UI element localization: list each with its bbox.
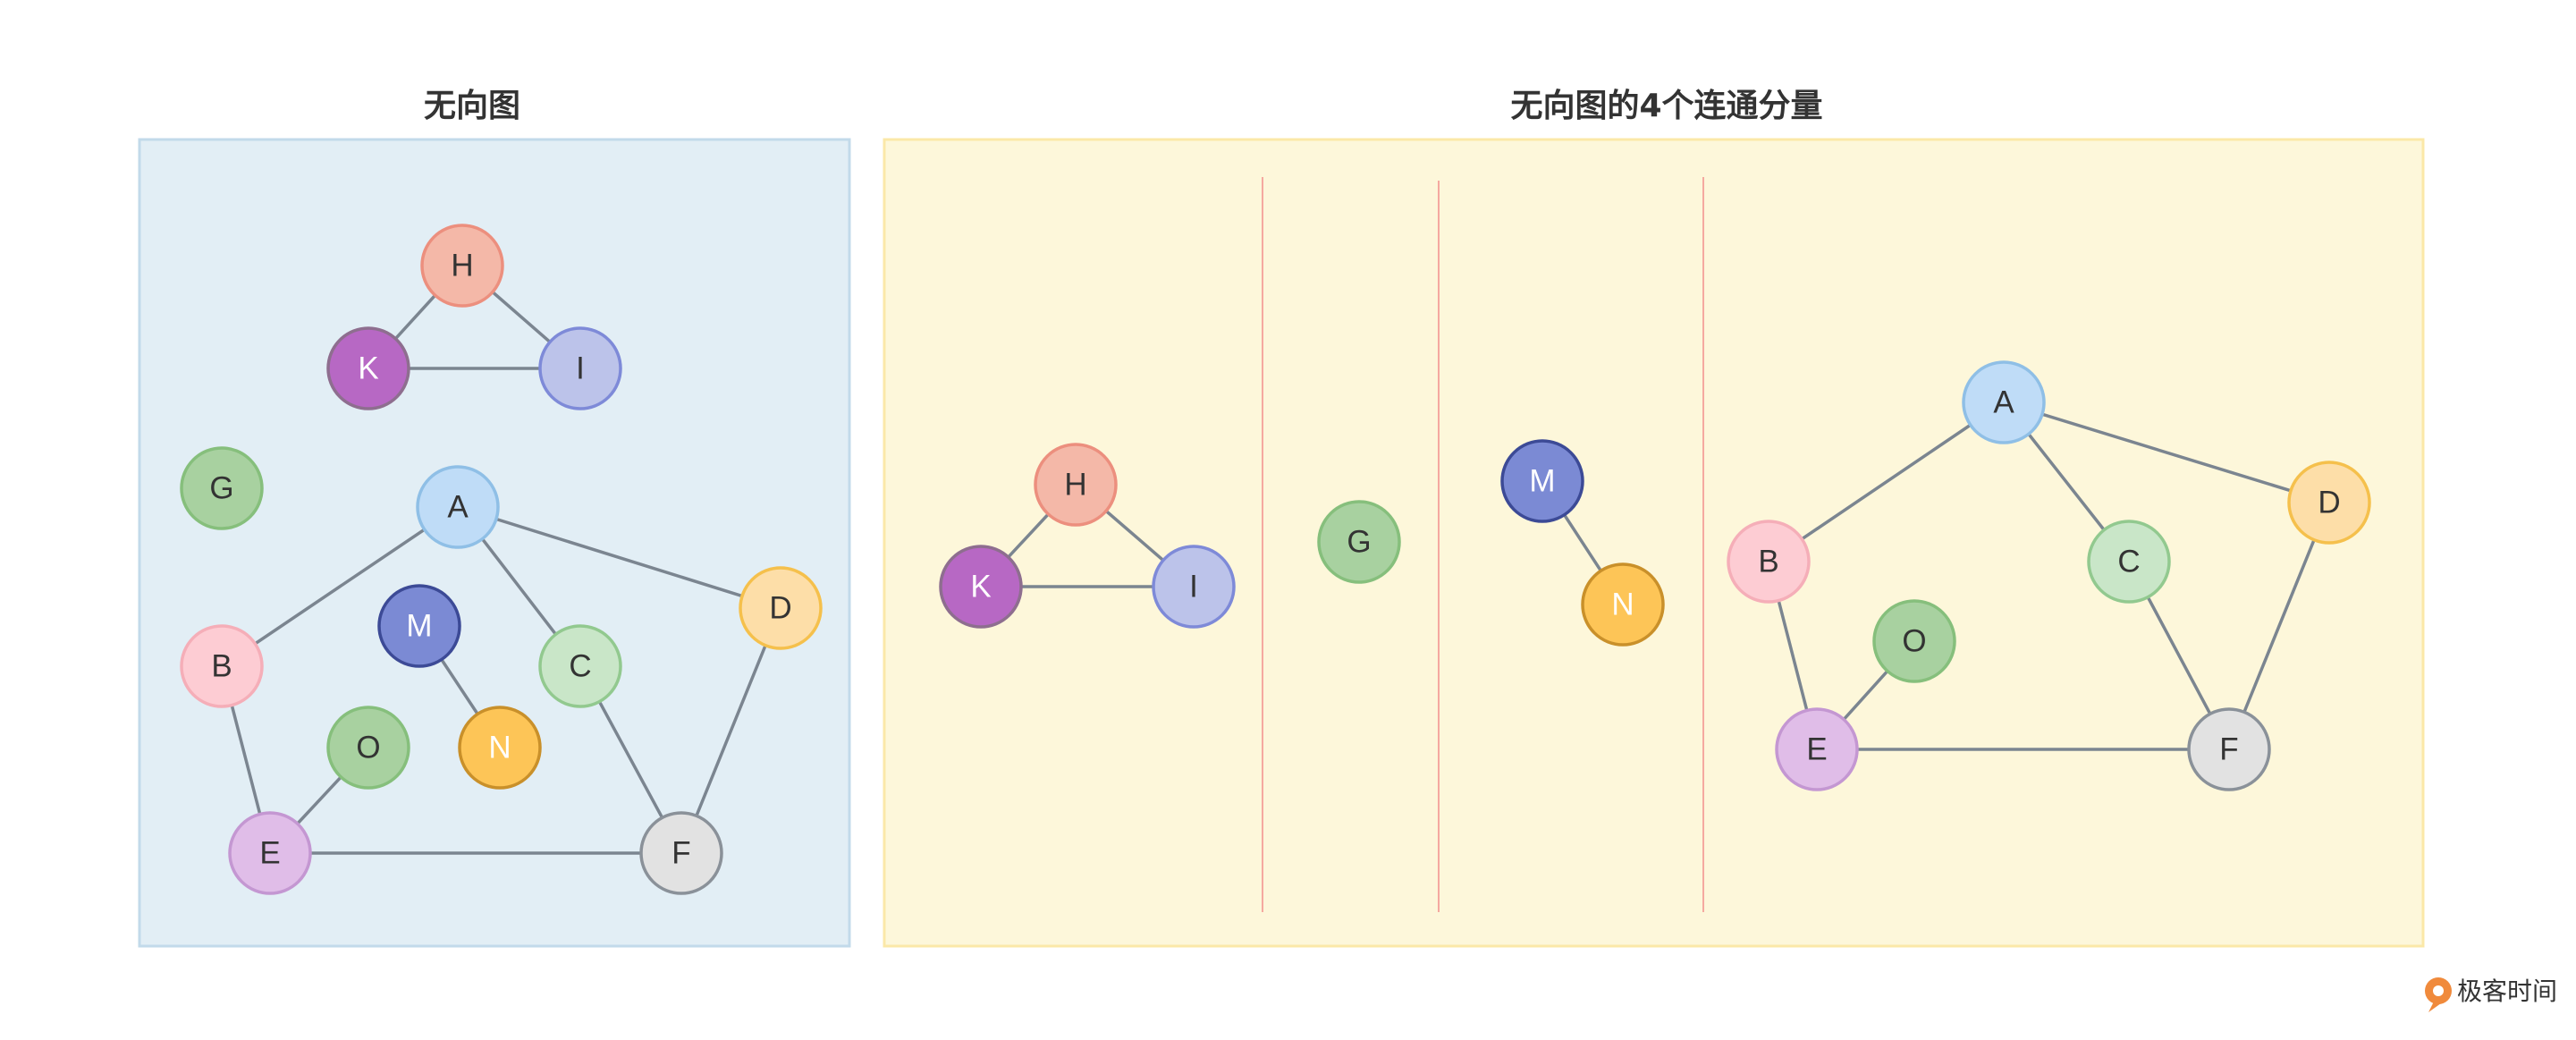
- node-n: N: [1581, 562, 1665, 647]
- node-c: C: [538, 624, 622, 708]
- node-circle: [538, 624, 622, 708]
- node-label: O: [356, 731, 380, 765]
- right-panel-title: 无向图的4个连通分量: [1510, 88, 1822, 124]
- node-d: D: [2287, 461, 2371, 545]
- node-circle: [639, 811, 723, 895]
- node-circle: [2187, 707, 2271, 791]
- node-m: M: [1500, 439, 1584, 523]
- edge-d-f: [680, 607, 782, 854]
- node-e: E: [1775, 707, 1859, 791]
- node-o: O: [326, 706, 410, 790]
- node-a: A: [416, 465, 500, 549]
- node-label: M: [1529, 464, 1555, 499]
- node-label: A: [447, 490, 469, 525]
- node-f: F: [639, 811, 723, 895]
- node-label: G: [1347, 525, 1371, 560]
- node-label: N: [1611, 588, 1634, 622]
- node-h: H: [1034, 443, 1118, 527]
- node-label: C: [2117, 545, 2140, 579]
- node-circle: [1152, 545, 1236, 629]
- node-circle: [1872, 599, 1956, 683]
- node-label: I: [576, 351, 585, 386]
- node-g: G: [180, 446, 264, 530]
- node-circle: [326, 326, 410, 410]
- node-label: D: [769, 591, 791, 626]
- node-label: A: [1993, 385, 2014, 420]
- brand-text: 极客时间: [2457, 977, 2557, 1006]
- node-label: B: [1758, 545, 1778, 579]
- node-label: D: [2318, 486, 2340, 520]
- right-panel: 无向图的4个连通分量 H K I G M N A D B C O E F: [883, 88, 2425, 948]
- node-f: F: [2187, 707, 2271, 791]
- node-circle: [1034, 443, 1118, 527]
- node-a: A: [1962, 360, 2046, 444]
- node-g: G: [1317, 500, 1401, 584]
- node-circle: [939, 545, 1023, 629]
- edge-a-d: [457, 505, 781, 610]
- node-h: H: [420, 224, 504, 308]
- node-o: O: [1872, 599, 1956, 683]
- node-label: C: [569, 649, 591, 684]
- node-circle: [1500, 439, 1584, 523]
- node-circle: [2287, 461, 2371, 545]
- node-c: C: [2087, 520, 2171, 604]
- node-label: F: [671, 836, 690, 871]
- right-nodes: H K I G M N A D B C O E F: [939, 360, 2371, 791]
- node-n: N: [458, 706, 542, 790]
- node-circle: [180, 446, 264, 530]
- node-circle: [538, 326, 622, 410]
- node-circle: [377, 584, 461, 668]
- left-panel: 无向图 H K I G A D B M C O N E F: [138, 88, 851, 948]
- node-circle: [1962, 360, 2046, 444]
- node-label: K: [970, 570, 991, 605]
- node-circle: [1727, 520, 1811, 604]
- node-label: M: [406, 609, 432, 644]
- node-b: B: [180, 624, 264, 708]
- node-b: B: [1727, 520, 1811, 604]
- node-circle: [1581, 562, 1665, 647]
- node-label: G: [209, 471, 233, 506]
- node-circle: [180, 624, 264, 708]
- node-label: B: [211, 649, 232, 684]
- brand-logo: 极客时间: [2425, 977, 2557, 1012]
- geektime-logo-icon: [2425, 977, 2452, 1012]
- node-label: E: [259, 836, 280, 871]
- node-circle: [416, 465, 500, 549]
- node-label: O: [1902, 624, 1926, 659]
- node-circle: [2087, 520, 2171, 604]
- node-label: I: [1189, 570, 1198, 605]
- node-label: E: [1806, 732, 1827, 767]
- node-circle: [739, 566, 823, 650]
- node-circle: [420, 224, 504, 308]
- node-k: K: [939, 545, 1023, 629]
- node-m: M: [377, 584, 461, 668]
- right-panel-background: [883, 138, 2425, 948]
- edge-d-f: [2227, 502, 2331, 750]
- edge-a-d: [2003, 401, 2330, 504]
- node-circle: [1775, 707, 1859, 791]
- left-panel-title: 无向图: [424, 88, 520, 124]
- node-i: I: [538, 326, 622, 410]
- node-label: H: [451, 249, 473, 283]
- left-nodes: H K I G A D B M C O N E F: [180, 224, 823, 895]
- node-label: H: [1064, 468, 1086, 503]
- node-k: K: [326, 326, 410, 410]
- node-e: E: [228, 811, 312, 895]
- edge-a-b: [1768, 401, 2005, 563]
- node-label: F: [2219, 732, 2238, 767]
- node-i: I: [1152, 545, 1236, 629]
- node-label: K: [358, 351, 378, 386]
- node-d: D: [739, 566, 823, 650]
- node-label: N: [488, 731, 511, 765]
- node-circle: [228, 811, 312, 895]
- node-circle: [1317, 500, 1401, 584]
- node-circle: [326, 706, 410, 790]
- edge-a-b: [221, 505, 459, 668]
- node-circle: [458, 706, 542, 790]
